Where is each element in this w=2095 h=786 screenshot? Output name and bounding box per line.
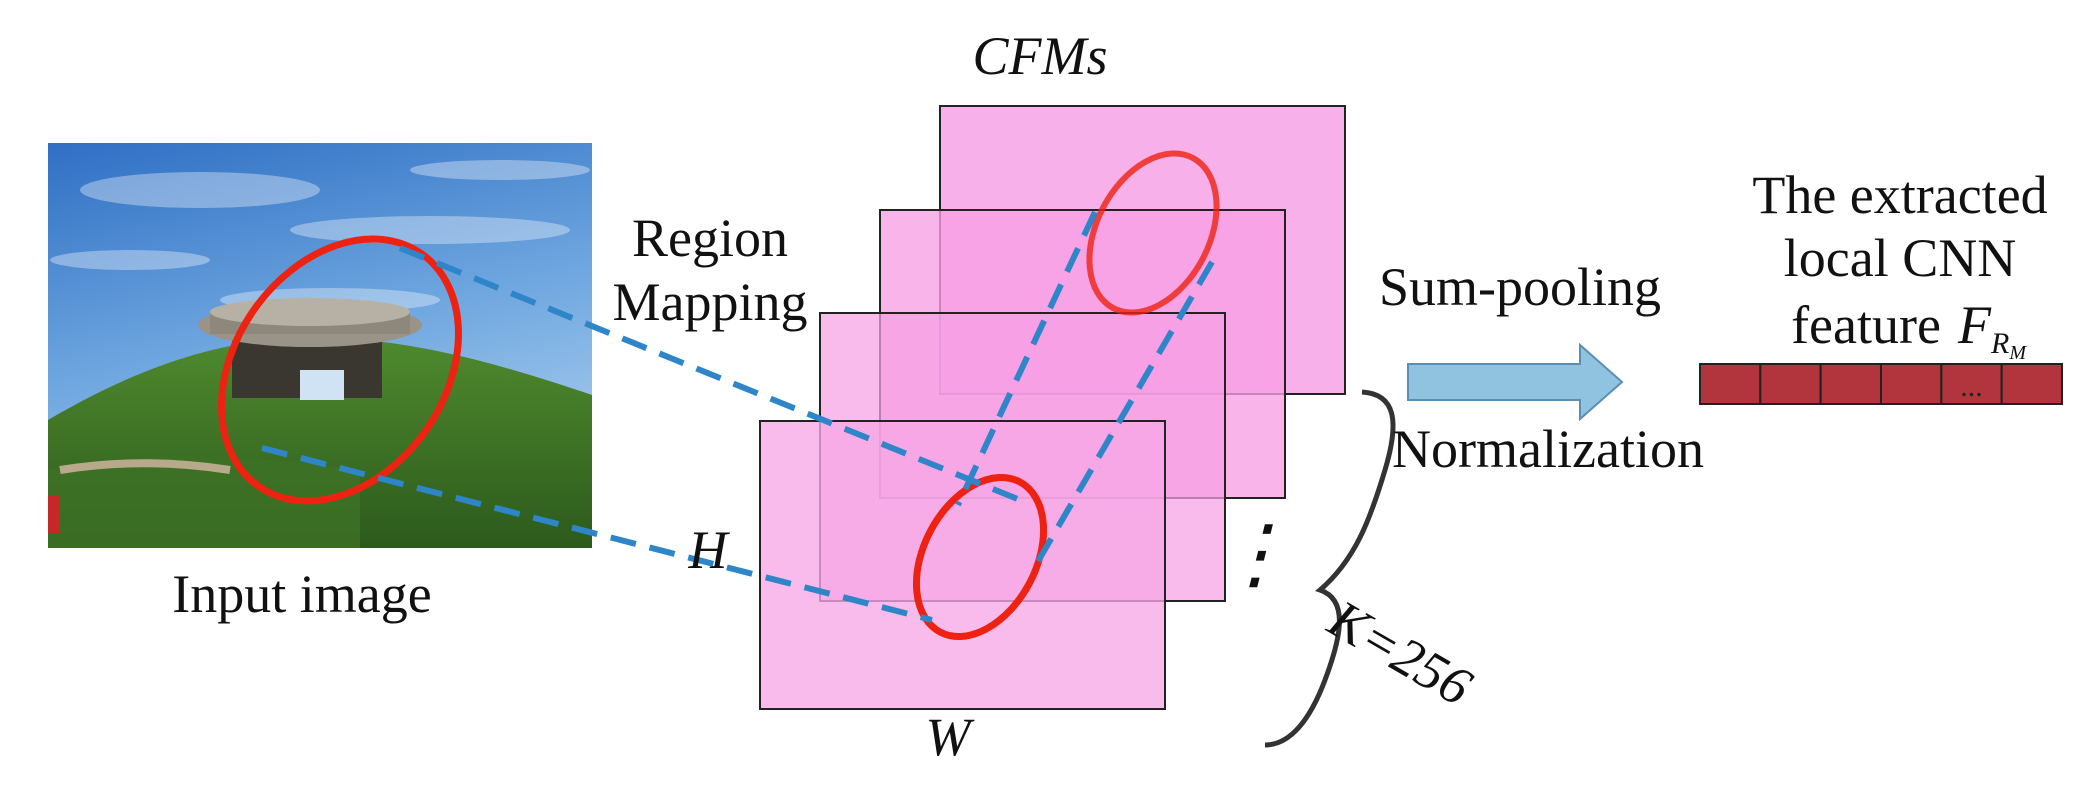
feature-vector-cell	[1940, 363, 2003, 405]
sum-pooling-arrow	[1407, 342, 1624, 422]
feature-subscript-sub: M	[2008, 342, 2027, 364]
h-dimension-label: H	[688, 520, 731, 580]
feature-map-1	[759, 420, 1166, 710]
w-dimension-label: W	[926, 707, 976, 767]
extracted-feature-label-line3: feature	[1791, 295, 1941, 355]
region-mapping-label-line2: Mapping	[613, 272, 808, 332]
input-image-label: Input image	[172, 564, 431, 624]
stack-continuation-dots: ⋮	[1216, 510, 1294, 597]
cfms-label: CFMs	[973, 26, 1108, 86]
feature-symbol: FRM	[1957, 295, 2027, 364]
cfm-top-region-ellipse	[1086, 150, 1220, 316]
input-image-photo	[48, 143, 592, 548]
feature-vector: ...	[1699, 363, 2063, 405]
feature-vector-cell	[1819, 363, 1882, 405]
region-mapping-lines	[261, 210, 1215, 623]
feature-vector-cell	[1759, 363, 1822, 405]
k-brace	[1264, 389, 1396, 748]
cfm-stack	[759, 105, 1346, 710]
sum-pooling-label: Sum-pooling	[1379, 257, 1661, 317]
feature-vector-cell	[1880, 363, 1943, 405]
normalization-label: Normalization	[1392, 419, 1704, 479]
feature-subscript-base: R	[1990, 327, 2009, 360]
extracted-feature-label-line1: The extracted	[1752, 165, 2047, 225]
cfm-front-region-ellipse	[912, 473, 1048, 641]
feature-vector-cell	[2000, 363, 2063, 405]
feature-vector-cell	[1699, 363, 1762, 405]
k-count-label: K=256	[1318, 588, 1482, 717]
extracted-feature-label-line2: local CNN	[1784, 228, 2016, 288]
feature-vector-ellipsis: ...	[1960, 370, 1983, 403]
region-mapping-label-line1: Region	[632, 208, 788, 268]
